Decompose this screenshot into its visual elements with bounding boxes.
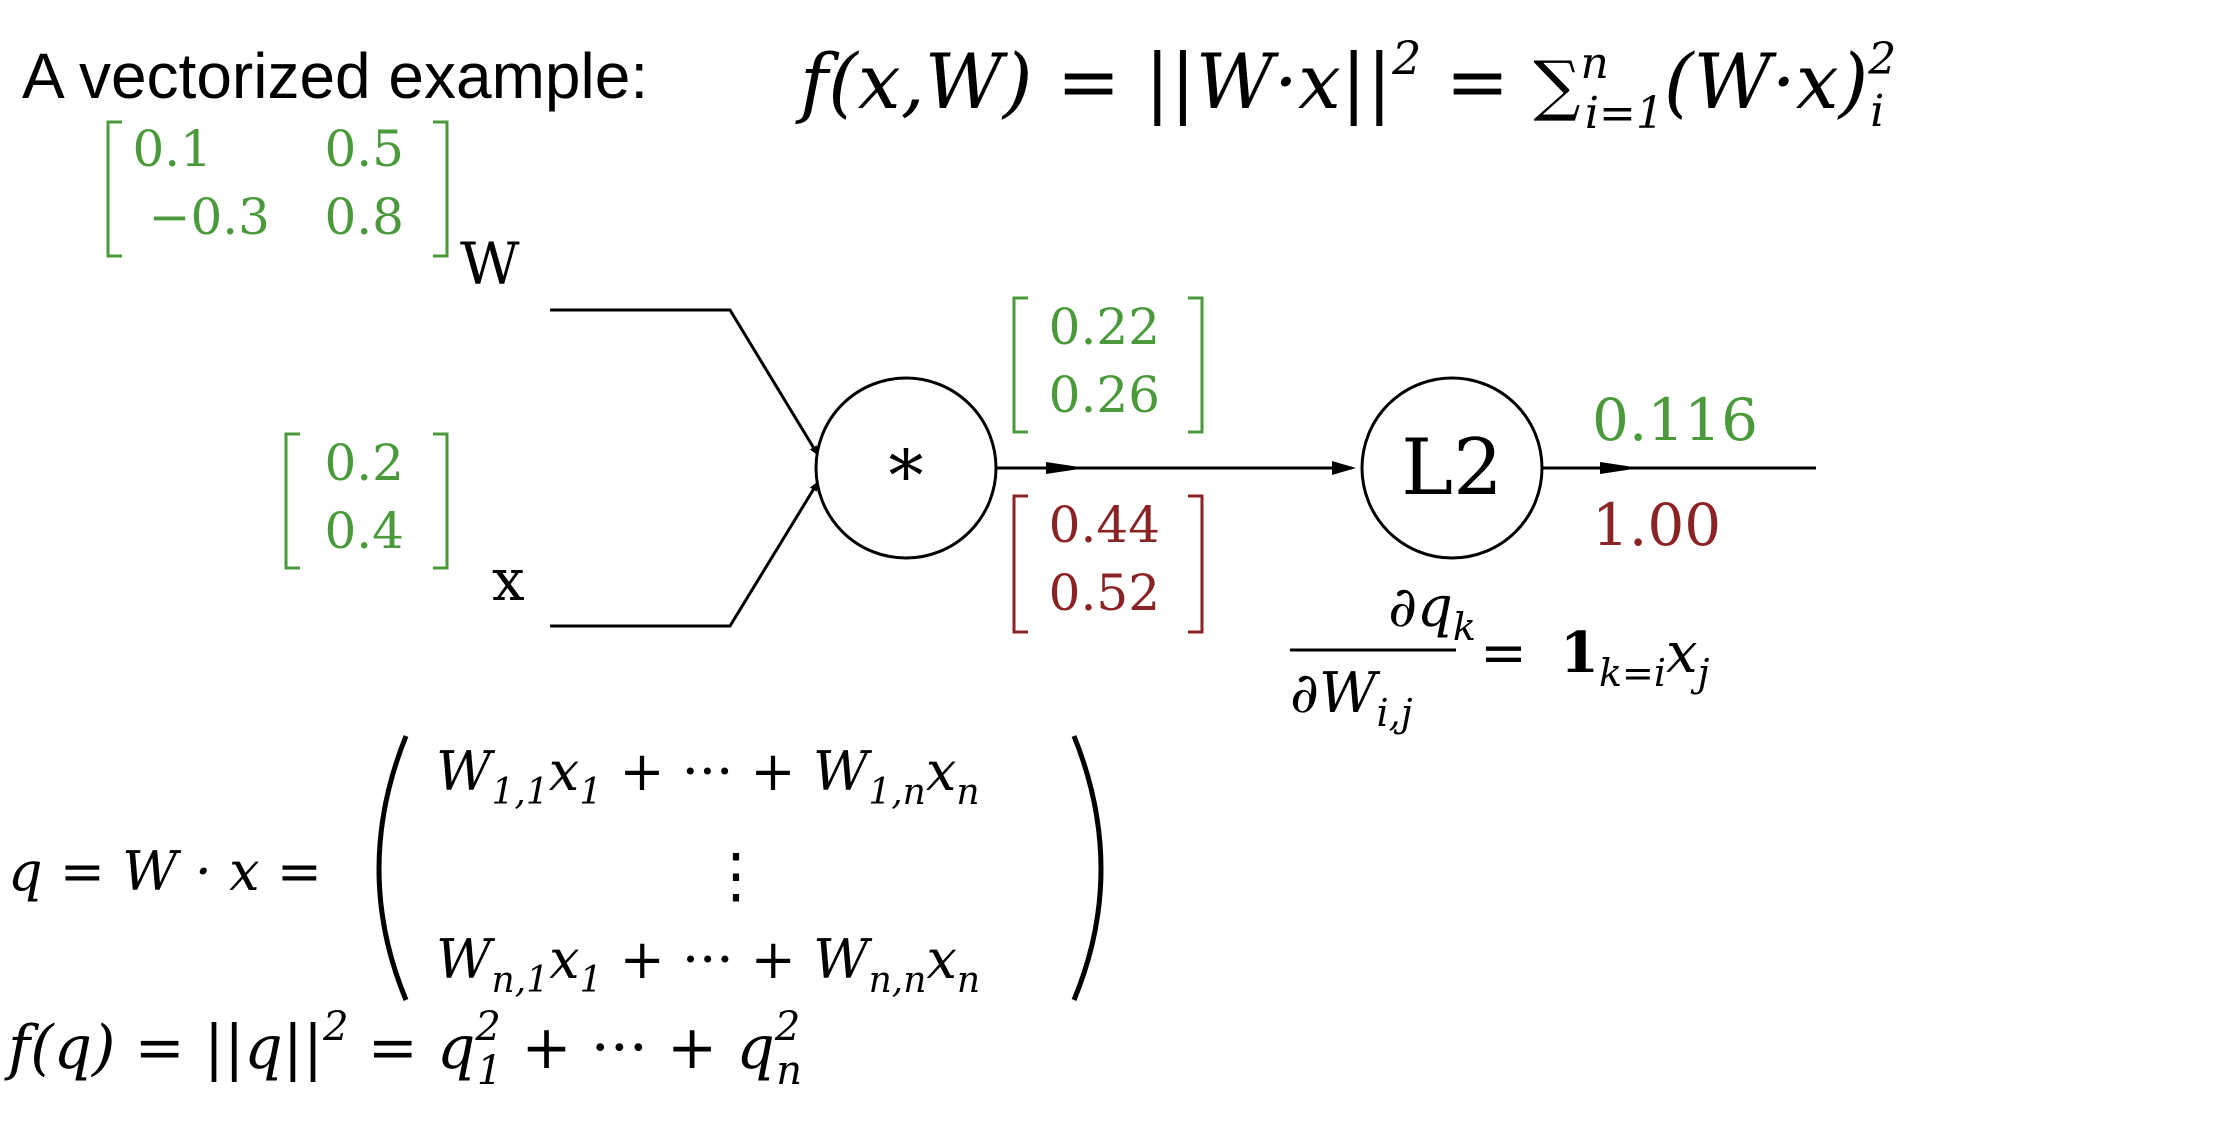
local-gradient-rhs: 1k=ixj <box>1560 620 1710 695</box>
vertical-dots: ⋮ <box>706 841 766 911</box>
x-vector <box>284 432 449 570</box>
w-matrix-cell: 0.8 <box>324 188 404 246</box>
w-input-edge <box>550 308 820 456</box>
q-edge-arrowhead-end <box>1332 461 1356 475</box>
q-edge-arrowhead <box>1046 462 1086 474</box>
q-forward-cell: 0.22 <box>1049 298 1160 356</box>
w-matrix-cell: 0.1 <box>132 120 212 178</box>
left-paren <box>376 735 409 1001</box>
x-vector-cell: 0.2 <box>324 434 404 492</box>
multiply-symbol: * <box>889 435 924 517</box>
q-forward-vector <box>1012 296 1204 434</box>
q-matrix-row-last: Wn,1x1 + ··· + Wn,nxn <box>436 928 980 1001</box>
q-gradient-cell: 0.52 <box>1049 564 1160 622</box>
output-forward-value: 0.116 <box>1592 386 1758 454</box>
output-edge-arrowhead <box>1600 462 1640 474</box>
x-vector-left-bracket <box>284 432 300 570</box>
right-paren <box>1071 735 1104 1001</box>
w-matrix-values: 0.1 0.5 −0.3 0.8 <box>132 120 404 246</box>
slide-title: A vectorized example: f(x,W) = ||W·x||2 … <box>22 31 1896 139</box>
q-gradient-cell: 0.44 <box>1049 496 1160 554</box>
local-gradient-denominator: ∂Wi,j <box>1290 661 1413 735</box>
local-gradient-equals: = <box>1480 621 1527 686</box>
q-gradient-values: 0.44 0.52 <box>1049 496 1160 622</box>
w-matrix-left-bracket <box>106 120 122 258</box>
x-input-edge <box>550 481 820 628</box>
x-vector-cell: 0.4 <box>324 502 404 560</box>
output-gradient-value: 1.00 <box>1592 491 1721 559</box>
q-forward-cell: 0.26 <box>1049 366 1160 424</box>
q-forward-values: 0.22 0.26 <box>1049 298 1160 424</box>
q-gradient-vector <box>1012 494 1204 634</box>
title-prefix: A vectorized example: <box>22 40 648 112</box>
q-forward-left-bracket <box>1012 296 1028 434</box>
local-gradient-formula: ∂qk ∂Wi,j = 1k=ixj <box>1290 575 1710 735</box>
w-matrix-cell: 0.5 <box>324 120 404 178</box>
q-gradient-left-bracket <box>1012 494 1028 634</box>
x-vector-right-bracket <box>433 432 449 570</box>
l2-label: L2 <box>1401 423 1502 513</box>
q-forward-right-bracket <box>1188 296 1204 434</box>
w-matrix <box>106 120 449 258</box>
w-label: W <box>460 230 520 298</box>
local-gradient-numerator: ∂qk <box>1388 575 1476 649</box>
w-matrix-cell: −0.3 <box>149 188 270 246</box>
q-definition-lhs: q = W · x = <box>8 840 322 903</box>
x-vector-values: 0.2 0.4 <box>324 434 404 560</box>
x-label: x <box>492 546 525 614</box>
q-matrix-row-first: W1,1x1 + ··· + W1,nxn <box>436 740 980 813</box>
q-gradient-right-bracket <box>1188 494 1204 634</box>
w-matrix-right-bracket <box>433 120 449 258</box>
